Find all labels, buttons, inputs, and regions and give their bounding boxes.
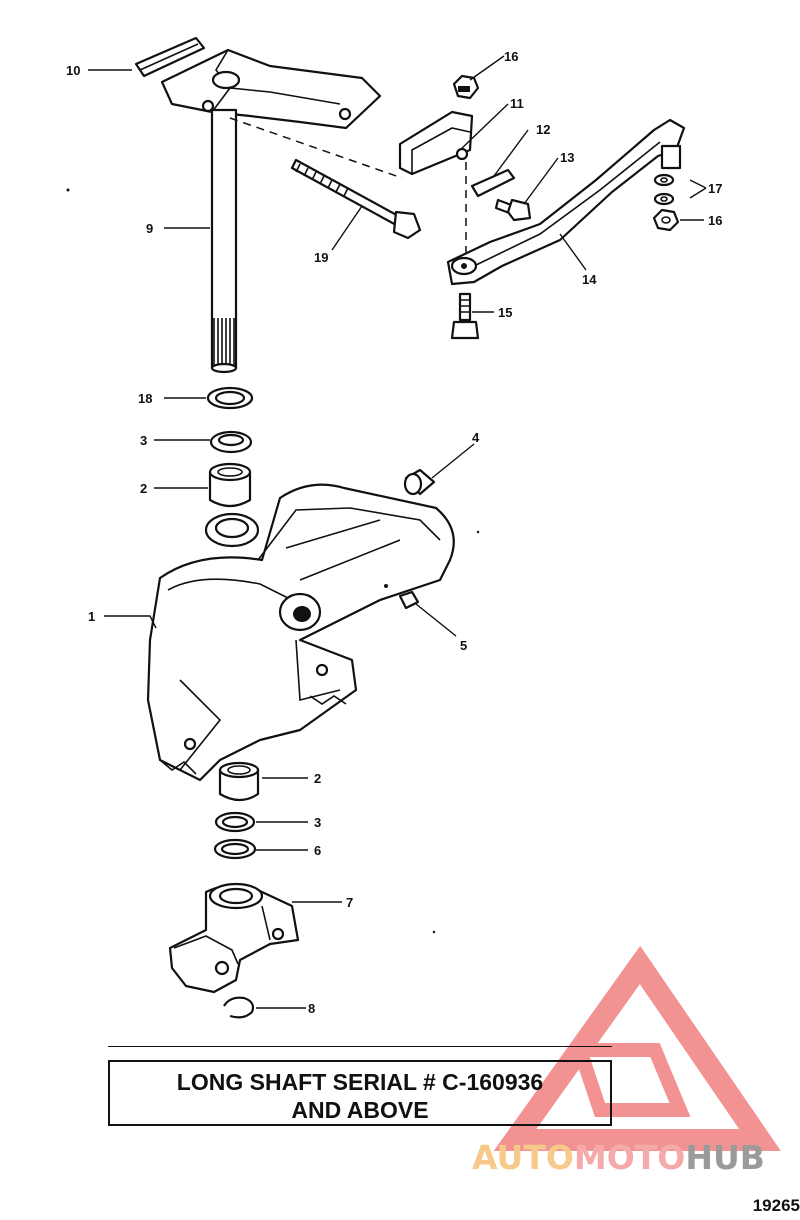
callout-19: 19	[314, 250, 328, 265]
part-12-lock-tab	[470, 168, 516, 198]
drawing-number: 19265	[752, 1196, 800, 1215]
callout-5: 5	[460, 638, 467, 653]
watermark-text: AUTOMOTOHUB	[472, 1138, 765, 1177]
part-19-bolt	[290, 158, 422, 240]
callout-3-bottom: 3	[314, 815, 321, 830]
callout-4: 4	[472, 430, 480, 445]
watermark-part-auto: AUTO	[472, 1138, 574, 1177]
part-2-bushing-top	[208, 462, 252, 508]
caption-rule	[108, 1046, 612, 1047]
part-14-link-rod	[446, 118, 686, 286]
callout-12: 12	[536, 122, 550, 137]
callout-14: 14	[582, 272, 597, 287]
watermark-logo-icon	[493, 945, 781, 1151]
steering-arm-bracket	[160, 48, 382, 130]
callout-6: 6	[314, 843, 321, 858]
part-2-bushing-bottom	[218, 761, 260, 802]
callout-2-bottom: 2	[314, 771, 321, 786]
part-6-seal	[213, 838, 257, 860]
callout-numbers: 10 9 18 3 2 1 16 11 12 13 17 16 19 14 15…	[66, 49, 722, 1016]
callout-18: 18	[138, 391, 152, 406]
callout-11: 11	[510, 96, 524, 111]
part-16-nut-right	[652, 208, 680, 232]
part-17-washers	[653, 173, 675, 206]
part-11-bracket	[398, 110, 474, 176]
watermark-part-hub: HUB	[685, 1138, 765, 1177]
part-5-grease-fitting	[384, 584, 420, 610]
callout-9: 9	[146, 221, 153, 236]
part-18-seal	[206, 386, 254, 410]
watermark-part-moto: MOTO	[573, 1138, 686, 1177]
callout-10: 10	[66, 63, 80, 78]
callout-3-top: 3	[140, 433, 147, 448]
part-15-bolt	[450, 292, 480, 340]
callout-13: 13	[560, 150, 574, 165]
part-7-lower-yoke	[168, 882, 300, 994]
caption-line-1: LONG SHAFT SERIAL # C-160936	[176, 1069, 544, 1095]
caption-line-2: AND ABOVE	[291, 1097, 429, 1123]
caption-box: LONG SHAFT SERIAL # C-160936 AND ABOVE	[108, 1060, 612, 1126]
callout-1: 1	[88, 609, 95, 624]
callout-16-top: 16	[504, 49, 518, 64]
part-8-snap-ring	[223, 996, 255, 1019]
part-3-washer-bottom	[214, 811, 256, 833]
callout-2-top: 2	[140, 481, 147, 496]
part-4-bushing	[403, 468, 436, 496]
part-16-nut-top	[452, 74, 480, 100]
callout-16-right: 16	[708, 213, 722, 228]
part-10-clip	[134, 36, 206, 78]
part-9-steering-shaft	[210, 108, 238, 374]
callout-17: 17	[708, 181, 722, 196]
callout-8: 8	[308, 1001, 315, 1016]
callout-15: 15	[498, 305, 512, 320]
callout-7: 7	[346, 895, 353, 910]
leader-lines	[88, 55, 707, 1009]
part-3-washer-top	[209, 430, 253, 454]
part-1-swivel-bracket	[146, 483, 455, 782]
